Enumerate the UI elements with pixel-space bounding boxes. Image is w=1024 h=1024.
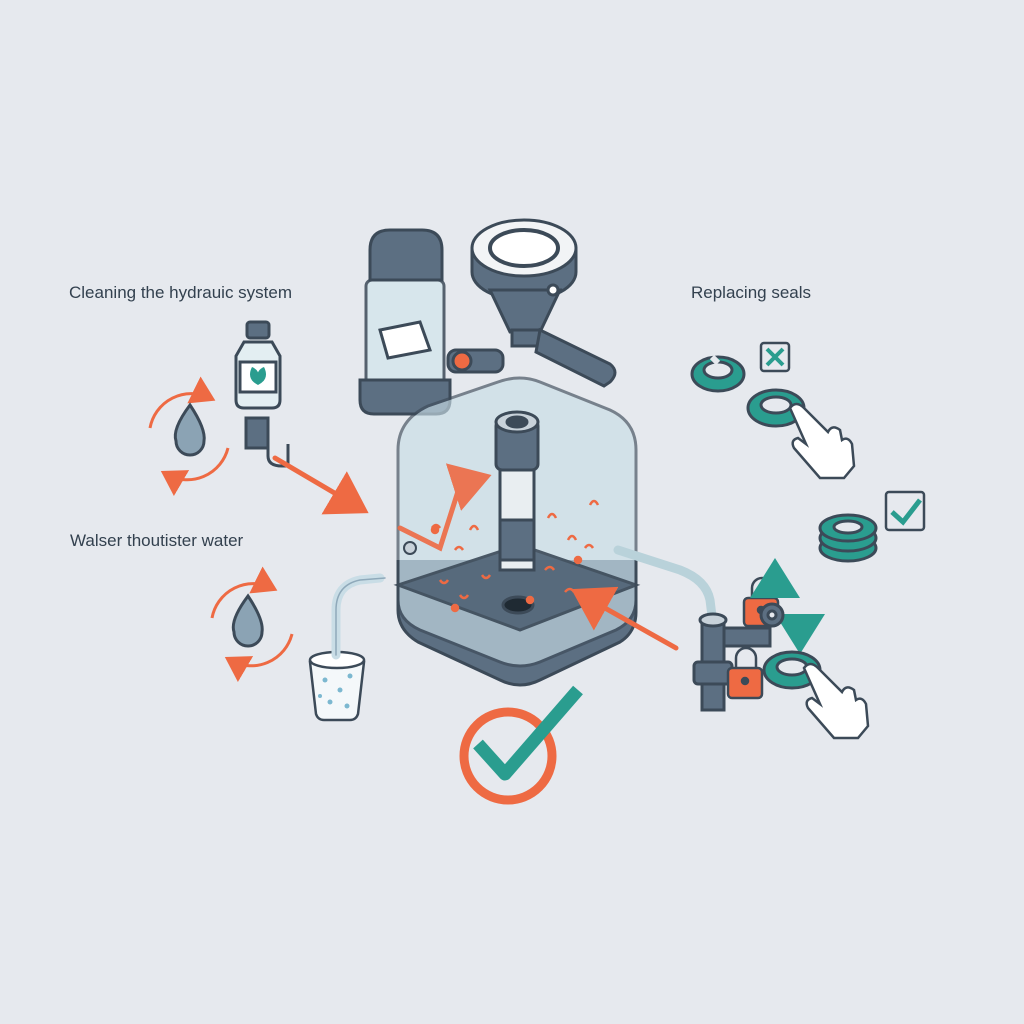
reject-icon [759, 341, 791, 373]
recycle-drop-icon [148, 376, 230, 497]
valve-icon [403, 541, 417, 555]
cleaner-bottle-icon [234, 320, 290, 468]
portafilter-icon [470, 218, 617, 388]
recycle-drop-icon [210, 566, 294, 683]
hand-pointer-icon [788, 402, 856, 480]
approve-icon [884, 490, 926, 532]
water-tank-icon [358, 228, 505, 416]
checkmark-icon [459, 685, 583, 805]
pipe-valve-icon [692, 612, 772, 712]
seals-label: Replacing seals [691, 283, 812, 302]
direction-arrows [750, 558, 825, 654]
hand-pointer-icon [802, 662, 870, 740]
seal-ring-icon [746, 388, 806, 428]
wrench-icon [759, 602, 785, 628]
water-glass-icon [308, 650, 366, 722]
seal-ring-icon [690, 354, 746, 393]
lock-icon [726, 646, 764, 700]
seal-stack-icon [818, 513, 878, 563]
water-label: Walser thoutister water [70, 531, 244, 550]
flow-arrows [272, 455, 717, 660]
cleaning-label: Cleaning the hydrauic system [69, 283, 293, 302]
